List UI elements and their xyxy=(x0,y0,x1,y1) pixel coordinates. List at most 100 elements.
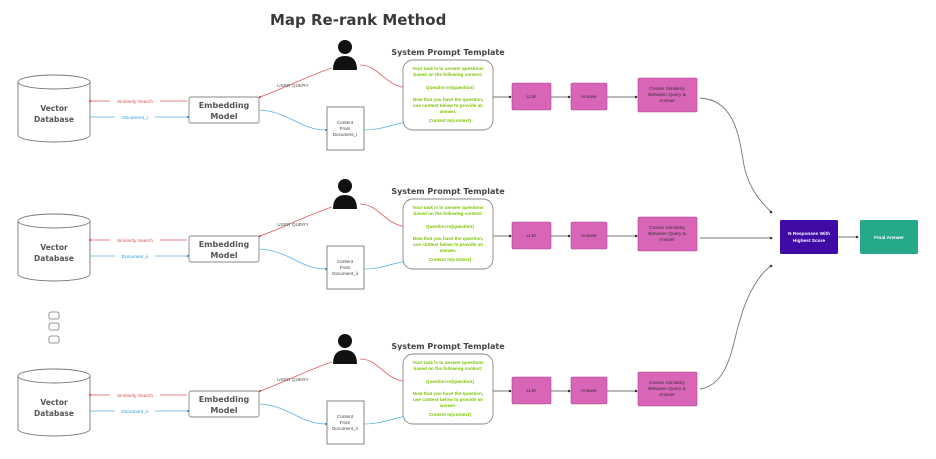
database-label-line-1: Vector xyxy=(40,398,68,407)
database-label-line-1: Vector xyxy=(40,243,68,252)
content-label-line-1: Content xyxy=(337,120,354,125)
top-responses-line-1: N Responses With xyxy=(788,231,830,237)
answer-box: Answer xyxy=(570,82,608,111)
embedding-label-line-1: Embedding xyxy=(199,240,250,249)
diagram-title: Map Re-rank Method xyxy=(270,11,446,29)
prompt-text-line-2: based on the following context: xyxy=(414,72,483,77)
prompt-text-line-4: use context below to provide an xyxy=(413,397,483,402)
similarity-search-label: Similarity Search xyxy=(117,393,153,399)
content-label-line-2: From xyxy=(340,126,351,131)
prompt-text-line-5: answer. xyxy=(440,403,457,408)
cosine-label-line-1: Cosine Similarity xyxy=(649,380,685,386)
prompt-text-line-3: Now that you have the question, xyxy=(413,391,483,396)
cosine-label-line-2: Between Query & xyxy=(648,386,686,392)
user-query-label: USER QUERY xyxy=(277,83,309,89)
prompt-text-line-3: Now that you have the question, xyxy=(413,97,483,102)
cosine-label-line-1: Cosine Similarity xyxy=(649,225,685,231)
embedding-to-content-edge xyxy=(259,248,328,271)
prompt-text-line-3: Now that you have the question, xyxy=(413,236,483,241)
system-prompt-title: System Prompt Template xyxy=(391,187,505,196)
user-icon xyxy=(333,40,357,70)
cosine-label-line-3: Answer xyxy=(659,392,675,398)
content-label-line-3: Document_n xyxy=(332,426,358,431)
prompt-context-placeholder: Context In{context} xyxy=(429,257,472,262)
merge-edge-row-3 xyxy=(699,264,773,390)
system-prompt-title: System Prompt Template xyxy=(391,342,505,351)
cosine-label-line-2: Between Query & xyxy=(648,92,686,98)
prompt-question-placeholder: Question In{question} xyxy=(426,224,474,229)
user-icon xyxy=(333,334,357,364)
embedding-to-content-edge xyxy=(259,109,328,132)
cosine-label-line-1: Cosine Similarity xyxy=(649,86,685,92)
user-query-label: USER QUERY xyxy=(277,377,309,383)
prompt-text-line-2: based on the following context: xyxy=(414,211,483,216)
question-edge xyxy=(359,358,412,384)
prompt-text-line-1: Your task is to answer questions xyxy=(412,66,484,71)
llm-label: LLM xyxy=(526,388,535,394)
merge-edge-row-1 xyxy=(699,97,773,214)
database-label-line-1: Vector xyxy=(40,104,68,113)
prompt-text-line-5: answer. xyxy=(440,248,457,253)
content-label-line-2: From xyxy=(340,265,351,270)
user-query-label: USER QUERY xyxy=(277,222,309,228)
prompt-context-placeholder: Context In{context} xyxy=(429,118,472,123)
prompt-context-placeholder: Context In{context} xyxy=(429,412,472,417)
embedding-label-line-2: Model xyxy=(210,406,238,415)
embedding-label-line-1: Embedding xyxy=(199,395,250,404)
document-label: Document_i xyxy=(122,115,148,121)
content-label-line-3: Document_i xyxy=(333,132,358,137)
llm-box: LLM xyxy=(511,376,552,405)
llm-label: LLM xyxy=(526,233,535,239)
content-label-line-1: Content xyxy=(337,414,354,419)
user-query-edge xyxy=(258,206,333,238)
user-query-edge xyxy=(258,67,333,99)
user-query-edge xyxy=(258,361,333,393)
database-label-line-2: Database xyxy=(34,254,74,263)
answer-label: Answer xyxy=(581,233,597,239)
final-answer-label: Final Answer xyxy=(874,235,904,241)
prompt-text-line-4: use context below to provide an xyxy=(413,242,483,247)
cosine-label-line-3: Answer xyxy=(659,98,675,104)
similarity-search-label: Similarity Search xyxy=(117,99,153,105)
content-label-line-1: Content xyxy=(337,259,354,264)
document-label: Document_n xyxy=(121,409,149,415)
system-prompt-title: System Prompt Template xyxy=(391,48,505,57)
answer-label: Answer xyxy=(581,388,597,394)
cosine-label-line-3: Answer xyxy=(659,237,675,243)
vertical-ellipsis-squares-icon xyxy=(48,311,60,344)
prompt-question-placeholder: Question In{question} xyxy=(426,85,474,90)
prompt-text-line-1: Your task is to answer questions xyxy=(412,205,484,210)
database-label-line-2: Database xyxy=(34,409,74,418)
llm-label: LLM xyxy=(526,94,535,100)
top-responses-box: N Responses With Highest Score xyxy=(780,220,838,254)
llm-box: LLM xyxy=(511,82,552,111)
prompt-question-placeholder: Question In{question} xyxy=(426,379,474,384)
top-responses-line-2: Highest Score xyxy=(793,238,826,244)
similarity-search-label: Similarity Search xyxy=(117,238,153,244)
llm-box: LLM xyxy=(511,221,552,250)
answer-box: Answer xyxy=(570,376,608,405)
user-icon xyxy=(333,179,357,209)
embedding-to-content-edge xyxy=(259,403,328,426)
answer-box: Answer xyxy=(570,221,608,250)
embedding-label-line-2: Model xyxy=(210,112,238,121)
answer-label: Answer xyxy=(581,94,597,100)
prompt-text-line-5: answer. xyxy=(440,109,457,114)
question-edge xyxy=(359,203,412,229)
prompt-text-line-2: based on the following context: xyxy=(414,366,483,371)
content-label-line-3: Document_ii xyxy=(332,271,358,276)
